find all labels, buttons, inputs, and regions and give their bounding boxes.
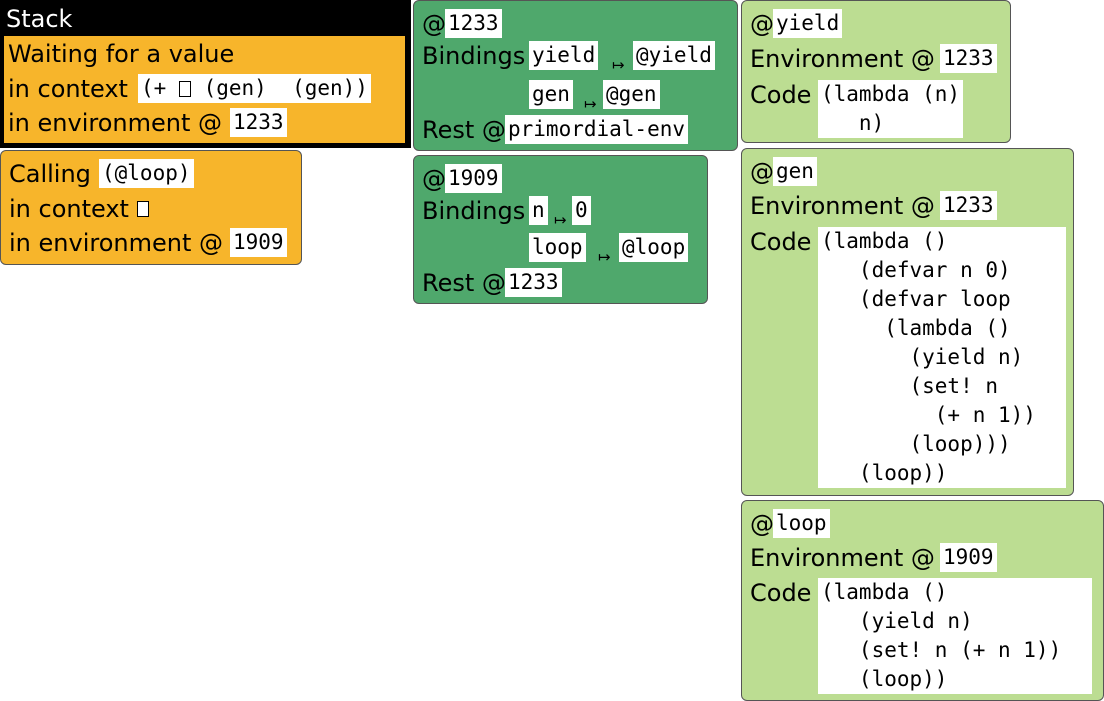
hole-icon bbox=[178, 81, 191, 97]
bindings-label: Bindings bbox=[422, 197, 526, 225]
closure-at: @ bbox=[750, 510, 774, 538]
environment-label: Environment @ bbox=[750, 544, 935, 572]
binding-name: gen bbox=[529, 80, 573, 109]
context-label: in context bbox=[8, 75, 128, 103]
closure-yield: @ yield Environment @ 1233 Code (lambda … bbox=[741, 0, 1011, 143]
closure-at: @ bbox=[750, 10, 774, 38]
maps-to-icon: ↦ bbox=[612, 56, 625, 74]
closure-gen: @ gen Environment @ 1233 Code (lambda ()… bbox=[741, 148, 1074, 496]
frame-heading: Calling bbox=[9, 160, 91, 188]
environment-1233: @ 1233 Bindings yield ↦ @yield gen ↦ @ge… bbox=[413, 0, 738, 151]
rest-ref: 1233 bbox=[505, 268, 562, 297]
env-ref: 1233 bbox=[230, 108, 287, 137]
context-label: in context bbox=[9, 195, 129, 223]
stack-panel: Stack Waiting for a value in context (+ … bbox=[0, 0, 411, 148]
frame-heading: Waiting for a value bbox=[8, 40, 235, 68]
env-at: @ bbox=[422, 10, 446, 38]
stack-frame-calling: Calling (@loop) in context in environmen… bbox=[0, 150, 302, 265]
stack-frame-waiting: Waiting for a value in context (+ (gen) … bbox=[4, 36, 405, 143]
env-label: in environment @ bbox=[8, 109, 222, 137]
code-label: Code bbox=[750, 228, 812, 256]
env-id: 1233 bbox=[445, 9, 502, 38]
code-block: (lambda () (defvar n 0) (defvar loop (la… bbox=[818, 227, 1066, 488]
code-label: Code bbox=[750, 579, 812, 607]
rest-ref: primordial-env bbox=[505, 115, 689, 144]
closure-loop: @ loop Environment @ 1909 Code (lambda (… bbox=[741, 500, 1104, 701]
code-label: Code bbox=[750, 81, 812, 109]
rest-label: Rest @ bbox=[422, 269, 506, 297]
binding-value: @loop bbox=[619, 233, 689, 262]
closure-name: gen bbox=[773, 157, 817, 186]
env-at: @ bbox=[422, 165, 446, 193]
env-label: in environment @ bbox=[9, 229, 223, 257]
bindings-label: Bindings bbox=[422, 42, 526, 70]
closure-name: yield bbox=[773, 9, 843, 38]
binding-name: loop bbox=[529, 233, 586, 262]
environment-ref: 1233 bbox=[940, 44, 997, 73]
binding-value: @yield bbox=[633, 41, 715, 70]
maps-to-icon: ↦ bbox=[598, 248, 611, 266]
call-code: (@loop) bbox=[99, 159, 194, 188]
environment-1909: @ 1909 Bindings n ↦ 0 loop ↦ @loop Rest … bbox=[413, 155, 708, 304]
environment-label: Environment @ bbox=[750, 192, 935, 220]
env-ref: 1909 bbox=[230, 228, 287, 257]
hole-icon bbox=[137, 201, 149, 217]
context-code-before: (+ bbox=[141, 76, 179, 100]
rest-label: Rest @ bbox=[422, 116, 506, 144]
closure-name: loop bbox=[773, 509, 830, 538]
code-block: (lambda (n) n) bbox=[818, 80, 964, 138]
maps-to-icon: ↦ bbox=[554, 211, 567, 229]
binding-value: 0 bbox=[572, 196, 591, 225]
env-id: 1909 bbox=[445, 164, 502, 193]
context-code-after: (gen) (gen)) bbox=[190, 76, 368, 100]
environment-ref: 1909 bbox=[940, 543, 997, 572]
stack-title: Stack bbox=[6, 5, 73, 33]
maps-to-icon: ↦ bbox=[584, 95, 597, 113]
environment-ref: 1233 bbox=[940, 191, 997, 220]
code-block: (lambda () (yield n) (set! n (+ n 1)) (l… bbox=[818, 578, 1092, 694]
environment-label: Environment @ bbox=[750, 45, 935, 73]
binding-name: n bbox=[529, 196, 548, 225]
binding-value: @gen bbox=[603, 80, 660, 109]
context-code: (+ (gen) (gen)) bbox=[138, 74, 371, 103]
binding-name: yield bbox=[529, 41, 599, 70]
closure-at: @ bbox=[750, 158, 774, 186]
